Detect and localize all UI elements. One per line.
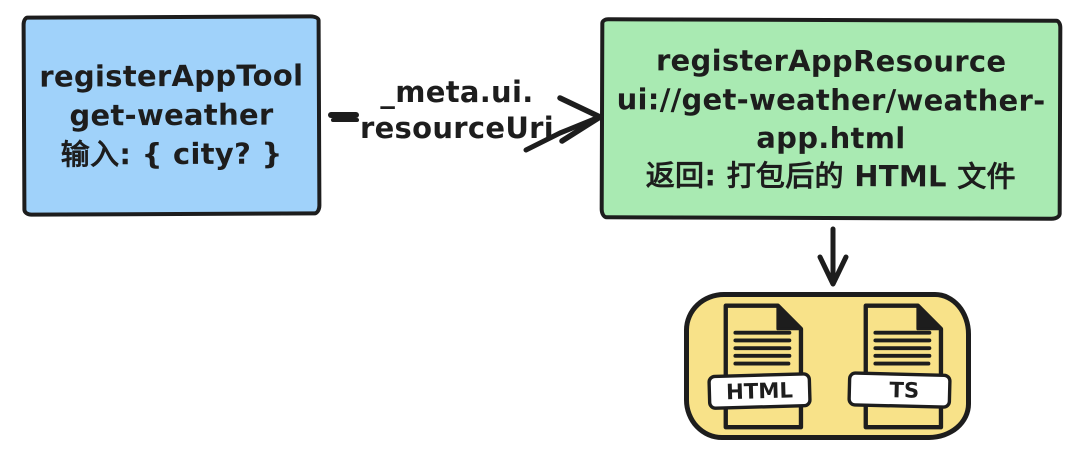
- tool-node-name: get-weather: [69, 97, 274, 133]
- document-text-lines-icon: [873, 330, 932, 366]
- document-text-lines-icon: [733, 330, 792, 366]
- html-file-icon: HTML: [707, 303, 812, 430]
- resource-node-title: registerAppResource: [655, 43, 1007, 80]
- file-type-label: HTML: [726, 378, 794, 405]
- resource-to-bundle-arrow: [817, 226, 849, 287]
- register-app-tool-node: registerAppTool get-weather 输入: { city? …: [21, 14, 322, 217]
- file-type-banner: HTML: [707, 372, 812, 410]
- edge-label-line-2: resourceUri: [359, 111, 555, 146]
- ts-file-icon: TS: [847, 303, 952, 430]
- resource-node-return: 返回: 打包后的 HTML 文件: [645, 158, 1016, 194]
- edge-label-line-1: _meta.ui.: [380, 75, 534, 109]
- tool-node-title: registerAppTool: [39, 58, 304, 94]
- folded-corner-icon: [776, 304, 803, 331]
- meta-resource-uri-label: _meta.ui. resourceUri: [352, 74, 562, 147]
- file-type-banner: TS: [847, 371, 952, 409]
- resource-node-uri-line-2: app.html: [756, 120, 906, 156]
- resource-node-uri-line-1: ui://get-weather/weather-: [616, 81, 1046, 118]
- file-type-label: TS: [889, 378, 919, 404]
- register-app-resource-node: registerAppResource ui://get-weather/wea…: [599, 17, 1063, 221]
- tool-node-input-schema: 输入: { city? }: [60, 136, 283, 172]
- folded-corner-icon: [916, 304, 943, 331]
